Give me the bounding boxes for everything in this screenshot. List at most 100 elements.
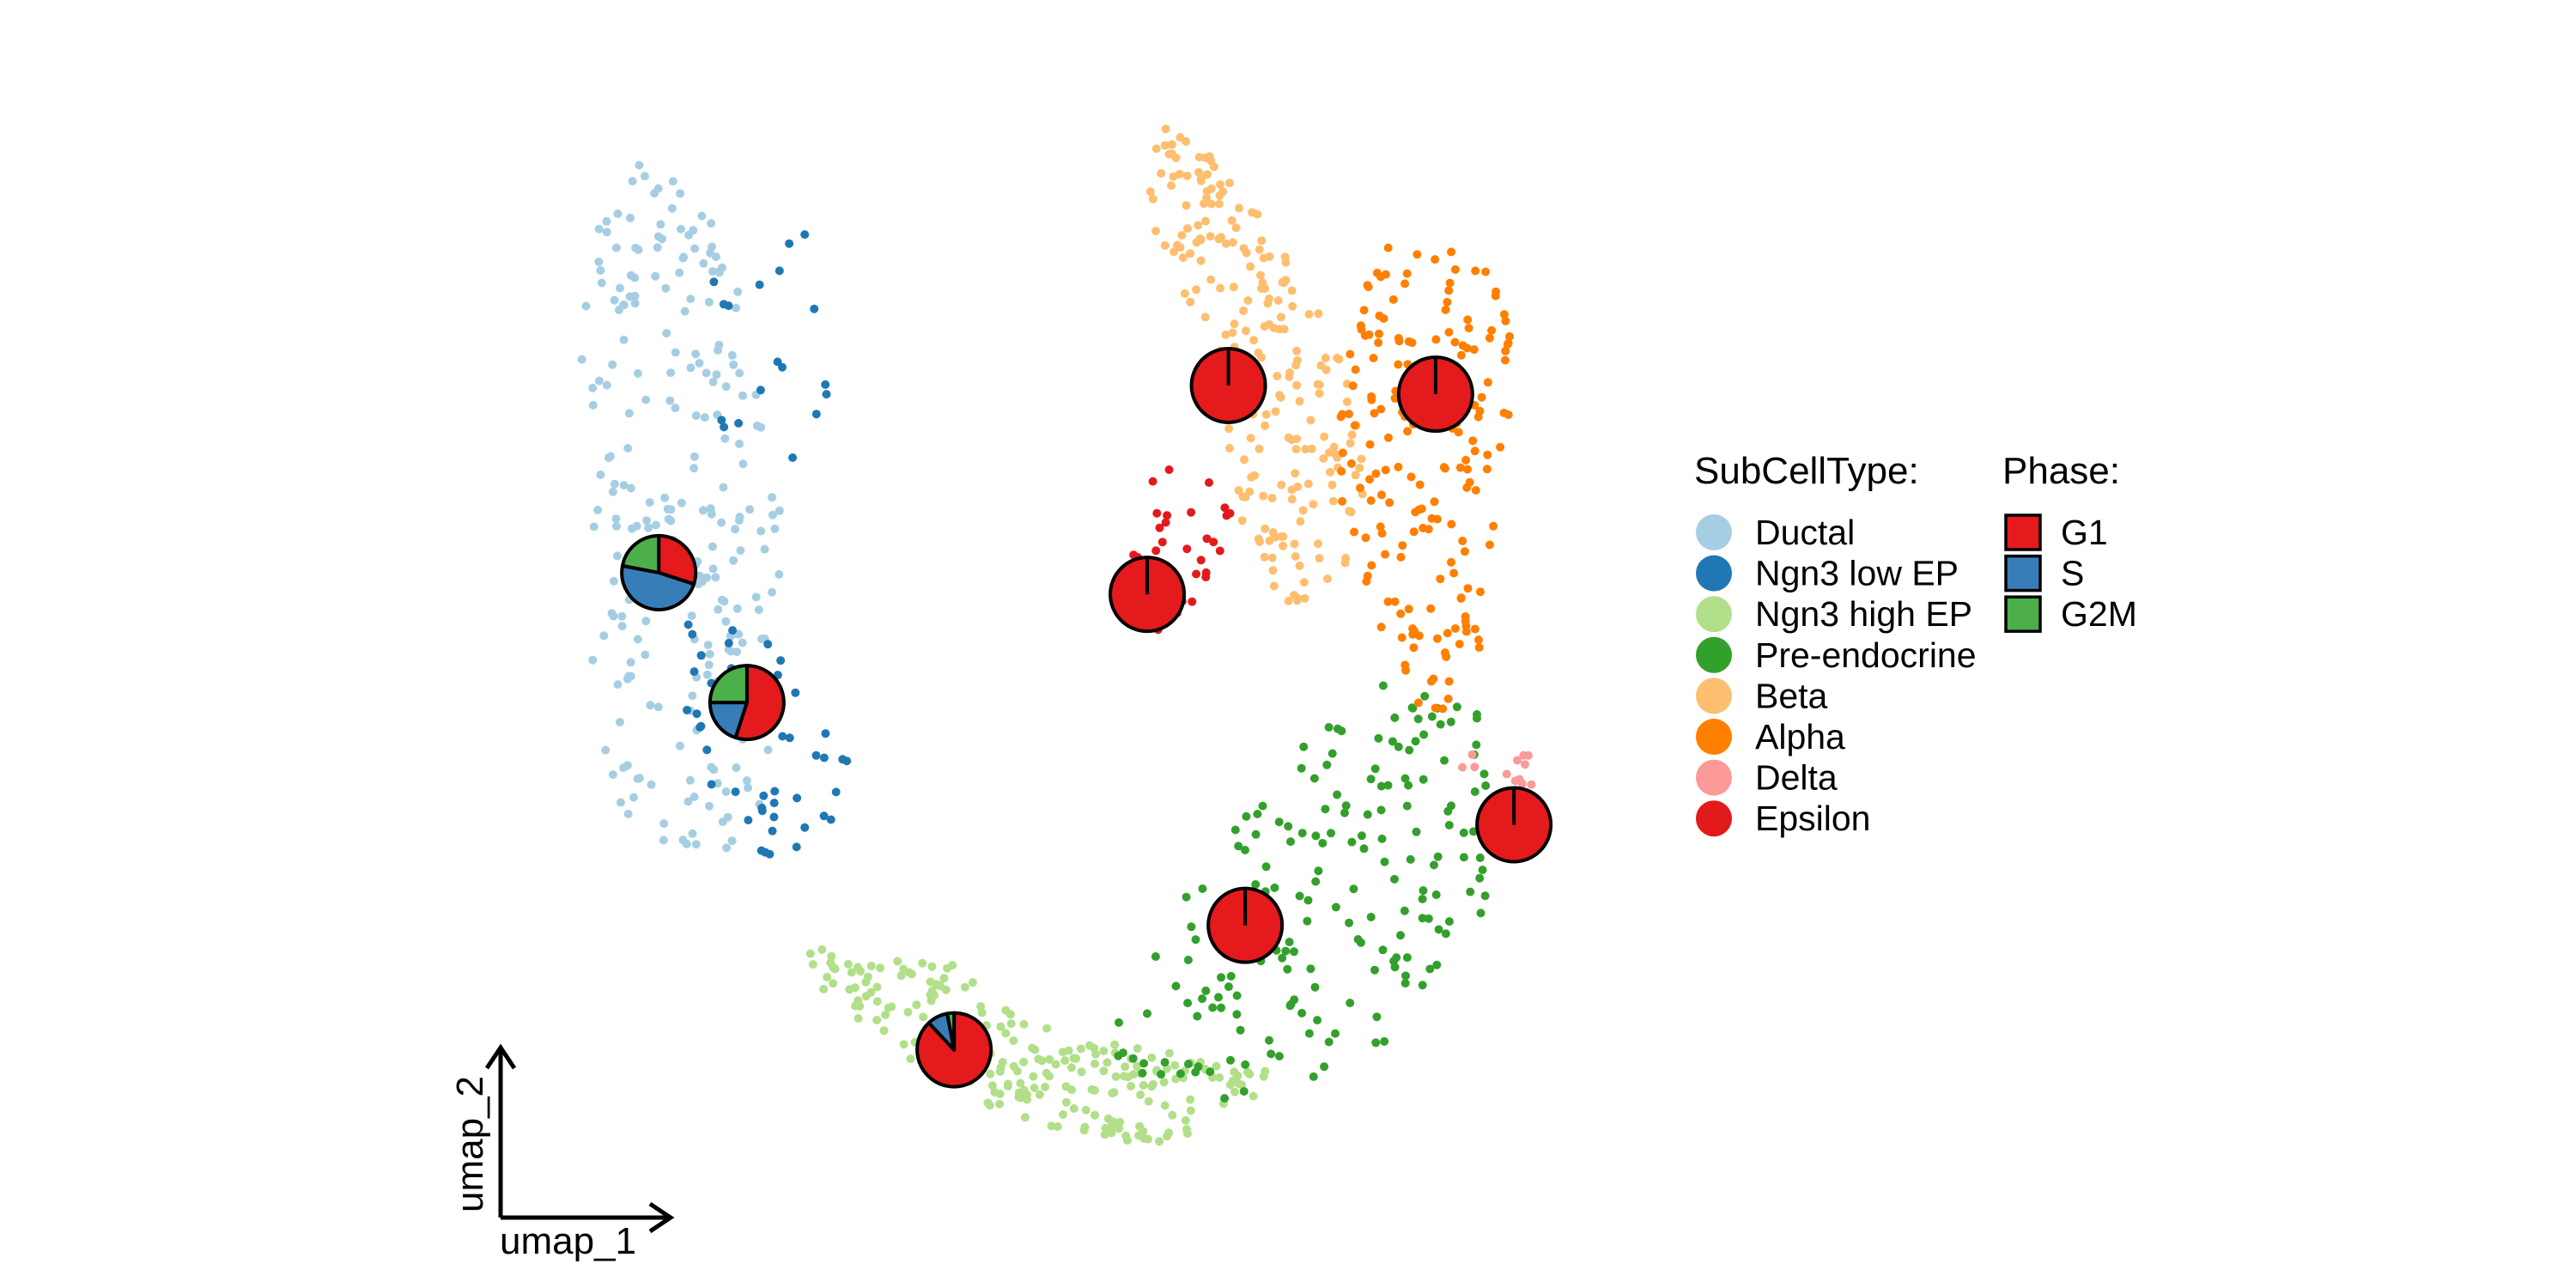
cell-point-pre-endocrine — [1285, 938, 1294, 946]
cell-point-beta — [1214, 199, 1224, 209]
cell-point-ngn3-high-ep — [1045, 1054, 1054, 1064]
cell-point-beta — [1221, 239, 1230, 248]
cell-point-pre-endocrine — [1234, 841, 1243, 851]
cell-point-ngn3-high-ep — [1035, 1090, 1044, 1099]
cell-point-pre-endocrine — [1444, 917, 1454, 927]
cell-point-alpha — [1445, 278, 1455, 288]
cell-point-ductal — [676, 189, 685, 198]
cell-point-ductal — [610, 479, 619, 489]
cell-point-ductal — [663, 504, 672, 513]
cell-point-ductal — [685, 775, 695, 785]
cell-point-pre-endocrine — [1434, 925, 1443, 934]
cell-point-epsilon — [1182, 544, 1192, 554]
legend-key-g2m — [2004, 595, 2042, 633]
cell-point-ngn3-low-ep — [709, 277, 719, 287]
cell-point-ductal — [742, 776, 751, 786]
cell-point-pre-endocrine — [1230, 825, 1240, 835]
cell-point-ngn3-low-ep — [696, 723, 705, 732]
cell-point-pre-endocrine — [1251, 880, 1261, 889]
cell-point-pre-endocrine — [1311, 831, 1321, 841]
cell-point-pre-endocrine — [1473, 714, 1481, 723]
cell-point-beta — [1256, 270, 1265, 280]
cell-point-ngn3-high-ep — [1109, 1088, 1119, 1097]
cell-point-ngn3-high-ep — [823, 973, 832, 981]
cell-point-beta — [1192, 285, 1200, 295]
cell-point-ngn3-high-ep — [1067, 1085, 1077, 1095]
cell-point-ngn3-high-ep — [827, 951, 836, 961]
cell-point-ngn3-high-ep — [881, 1010, 890, 1019]
cell-point-ngn3-high-ep — [1127, 1081, 1136, 1091]
cell-point-ngn3-high-ep — [1053, 1122, 1062, 1131]
cell-point-pre-endocrine — [1380, 1036, 1389, 1046]
cell-point-ngn3-low-ep — [734, 418, 744, 428]
cell-point-pre-endocrine — [1206, 1067, 1215, 1077]
cell-point-ductal — [577, 355, 586, 364]
cell-point-pre-endocrine — [1401, 971, 1410, 981]
cell-point-beta — [1345, 507, 1354, 516]
cell-point-ductal — [689, 226, 698, 235]
cell-point-ngn3-high-ep — [968, 978, 977, 987]
cell-point-pre-endocrine — [1370, 965, 1379, 975]
cell-point-alpha — [1366, 496, 1376, 505]
cell-point-ngn3-high-ep — [926, 990, 935, 999]
cell-point-ductal — [651, 520, 660, 530]
legend-key-alpha — [1696, 719, 1732, 755]
cell-point-pre-endocrine — [1261, 862, 1271, 872]
cell-point-ductal — [641, 650, 650, 659]
cell-point-pre-endocrine — [1160, 1058, 1170, 1067]
cell-point-pre-endocrine — [1389, 957, 1399, 966]
cell-point-ductal — [612, 551, 622, 561]
cell-point-ngn3-low-ep — [811, 410, 821, 419]
legend-label: G2M — [2061, 594, 2137, 634]
cell-point-ngn3-low-ep — [826, 815, 835, 824]
cell-point-ductal — [706, 504, 715, 513]
cell-point-ductal — [698, 506, 708, 515]
cell-point-pre-endocrine — [1359, 844, 1369, 854]
cell-point-beta — [1259, 253, 1268, 263]
cell-point-pre-endocrine — [1405, 745, 1414, 755]
cell-point-alpha — [1501, 316, 1510, 325]
cell-point-beta — [1255, 245, 1264, 254]
cell-point-ngn3-low-ep — [696, 651, 706, 660]
cell-point-ductal — [679, 252, 689, 262]
cell-point-alpha — [1454, 428, 1463, 437]
cell-point-ngn3-high-ep — [927, 962, 937, 971]
cell-point-ngn3-high-ep — [1020, 1113, 1030, 1122]
cell-point-ngn3-high-ep — [1147, 1053, 1157, 1062]
cell-point-delta — [1502, 769, 1511, 779]
phase-legend-title: Phase: — [2002, 450, 2120, 492]
cell-point-pre-endocrine — [1309, 1072, 1318, 1081]
cell-point-ngn3-high-ep — [919, 1012, 928, 1022]
cell-point-beta — [1170, 247, 1179, 257]
cell-point-beta — [1247, 472, 1256, 482]
cell-point-ngn3-high-ep — [1099, 1047, 1109, 1055]
cell-point-alpha — [1464, 324, 1473, 333]
cell-point-alpha — [1431, 703, 1440, 713]
cell-point-pre-endocrine — [1253, 810, 1262, 818]
cell-point-beta — [1231, 223, 1241, 233]
cell-point-ngn3-low-ep — [757, 806, 767, 816]
cell-point-ductal — [602, 380, 611, 390]
cell-point-beta — [1271, 407, 1280, 416]
cell-point-alpha — [1463, 584, 1473, 593]
cell-point-pre-endocrine — [1366, 913, 1376, 921]
cell-point-alpha — [1474, 643, 1484, 653]
cell-point-ngn3-high-ep — [1139, 1080, 1148, 1090]
cell-point-ngn3-low-ep — [778, 362, 787, 372]
cell-point-epsilon — [1215, 546, 1224, 556]
cell-point-ngn3-high-ep — [1029, 1072, 1038, 1081]
cell-point-alpha — [1438, 704, 1448, 714]
cell-point-ductal — [664, 514, 673, 524]
cell-point-pre-endocrine — [1431, 890, 1441, 899]
cell-point-ductal — [711, 573, 720, 582]
cell-point-beta — [1248, 208, 1257, 217]
cell-point-ductal — [626, 213, 635, 222]
cell-point-ngn3-low-ep — [822, 390, 831, 399]
cell-point-pre-endocrine — [1366, 775, 1376, 784]
cell-point-ngn3-low-ep — [791, 688, 800, 697]
cell-point-ductal — [635, 774, 644, 783]
cell-point-beta — [1151, 227, 1160, 235]
cell-point-ngn3-high-ep — [907, 969, 916, 979]
cell-point-ngn3-low-ep — [821, 380, 830, 389]
cell-point-pre-endocrine — [1402, 801, 1412, 811]
